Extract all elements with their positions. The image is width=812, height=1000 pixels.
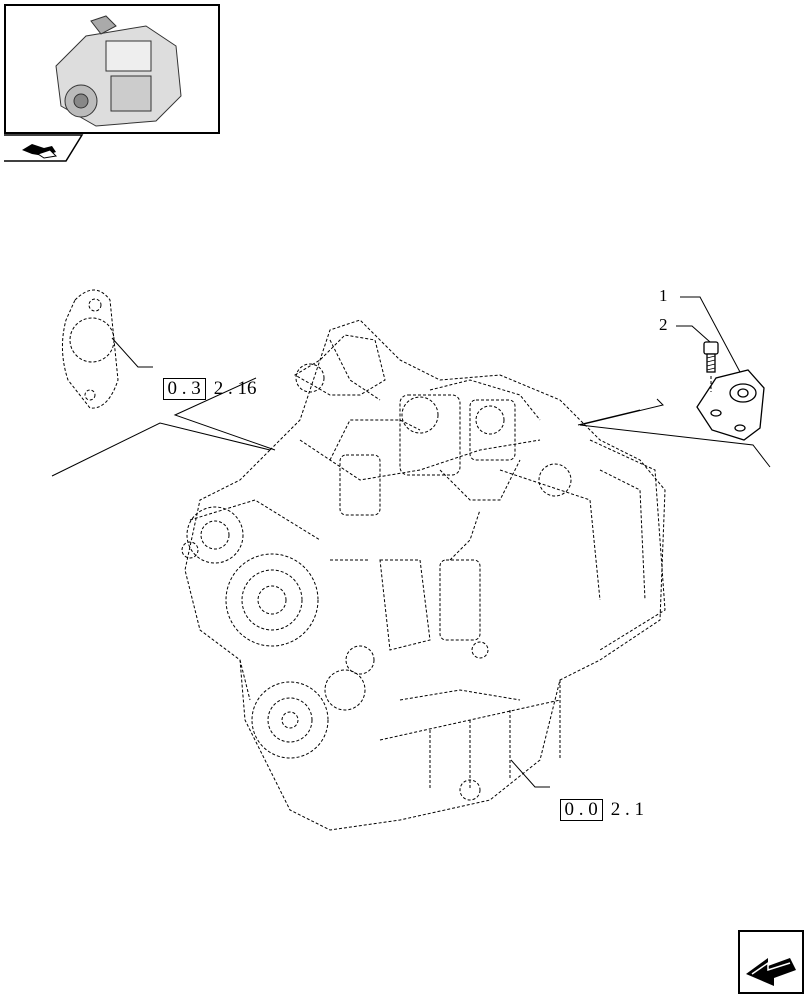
bracket-part <box>696 369 765 441</box>
engine-outline <box>181 319 666 831</box>
reference-gasket[interactable]: 0 . 3 2 . 16 <box>153 356 257 400</box>
leader-lines <box>51 296 771 788</box>
callout-1: 1 <box>659 286 668 305</box>
engine-thumbnail-icon <box>55 15 182 127</box>
next-page-arrow-icon[interactable] <box>738 930 804 994</box>
reference-gasket-section: 0 . 3 <box>162 378 206 400</box>
bolt-part <box>703 341 719 373</box>
reference-gasket-item: 2 . 16 <box>213 378 257 399</box>
reference-engine-section: 0 . 0 <box>559 799 603 821</box>
reference-engine-item: 2 . 1 <box>610 799 644 820</box>
book-arrow-icon[interactable] <box>4 134 84 162</box>
gasket-part <box>62 289 119 409</box>
callout-2: 2 <box>659 315 668 334</box>
reference-engine[interactable]: 0 . 0 2 . 1 <box>550 777 644 821</box>
thumbnail-frame <box>4 4 220 134</box>
